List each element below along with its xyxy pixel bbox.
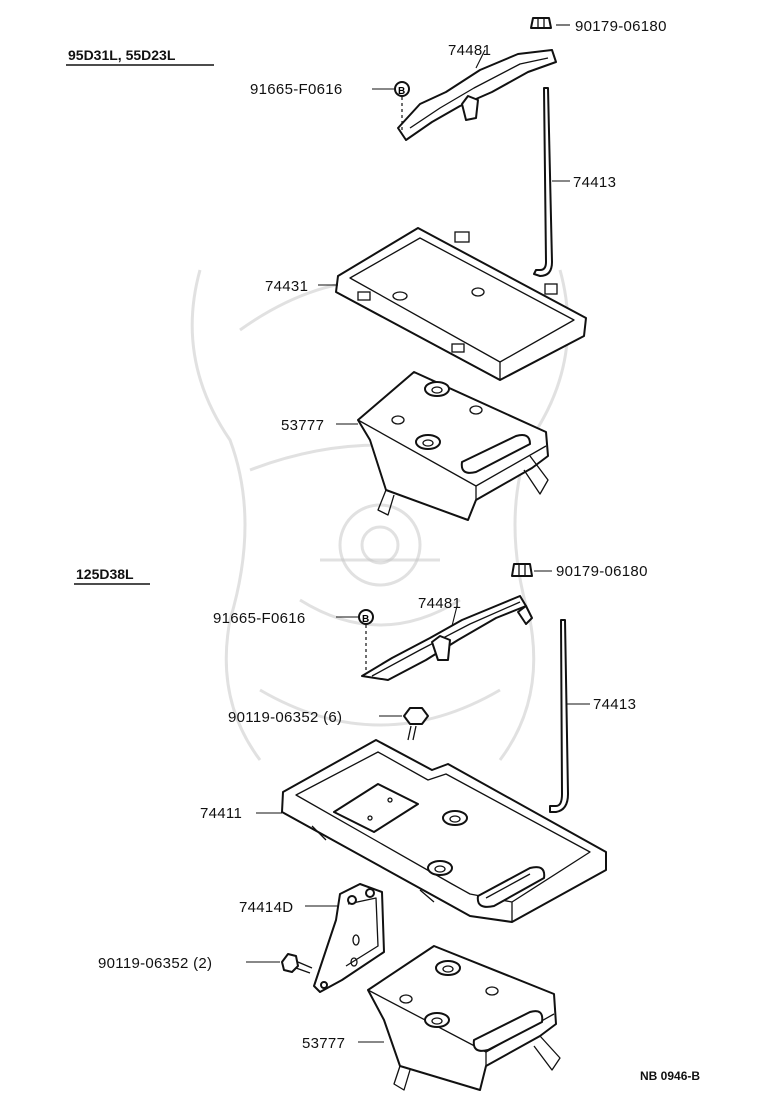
bottom-tray-bracket: [358, 945, 561, 1091]
top-bracket-label: 53777: [281, 417, 324, 434]
bottom-nut: [511, 563, 552, 577]
bottom-stay-label: 74414D: [239, 899, 293, 916]
bottom-bolt: B: [336, 609, 374, 670]
bottom-screw2-label: 90119-06352 (2): [98, 955, 212, 972]
svg-text:B: B: [362, 614, 369, 625]
top-bolt-label: 91665-F0616: [250, 81, 343, 98]
bottom-tray-label: 74411: [200, 805, 242, 822]
bottom-rod-label: 74413: [593, 696, 636, 713]
bottom-bolt-label: 91665-F0616: [213, 610, 306, 627]
bottom-tray-stay: [305, 883, 385, 993]
top-battery-tray: [318, 227, 587, 381]
section-top: 95D31L, 55D23L: [66, 47, 214, 66]
section-title-top: 95D31L, 55D23L: [68, 47, 176, 63]
bottom-hold-down-rod: [549, 619, 590, 813]
bottom-screw-6: [379, 707, 429, 741]
bottom-screw-label: 90119-06352 (6): [228, 709, 342, 726]
bottom-nut-label: 90179-06180: [556, 563, 648, 580]
drawing-code: NB 0946-B: [640, 1069, 700, 1083]
section-title-bottom: 125D38L: [76, 566, 134, 582]
top-rod-label: 74413: [573, 174, 616, 191]
top-battery-clamp: [397, 49, 557, 141]
top-nut: [530, 17, 570, 29]
bottom-bracket-label: 53777: [302, 1035, 345, 1052]
top-hold-down-rod: [533, 87, 570, 277]
svg-text:B: B: [398, 86, 405, 97]
bottom-battery-clamp: [361, 595, 533, 681]
watermark-emblem: [190, 269, 570, 761]
section-bottom: 125D38L: [74, 566, 150, 585]
top-tray-label: 74431: [265, 278, 308, 295]
top-nut-label: 90179-06180: [575, 18, 667, 35]
bottom-clamp-label: 74481: [418, 595, 461, 612]
bottom-screw-2: [246, 953, 313, 974]
top-clamp-label: 74481: [448, 42, 491, 59]
bottom-battery-tray: [256, 739, 607, 923]
top-tray-bracket: [336, 371, 549, 521]
top-bolt: B: [372, 81, 410, 132]
